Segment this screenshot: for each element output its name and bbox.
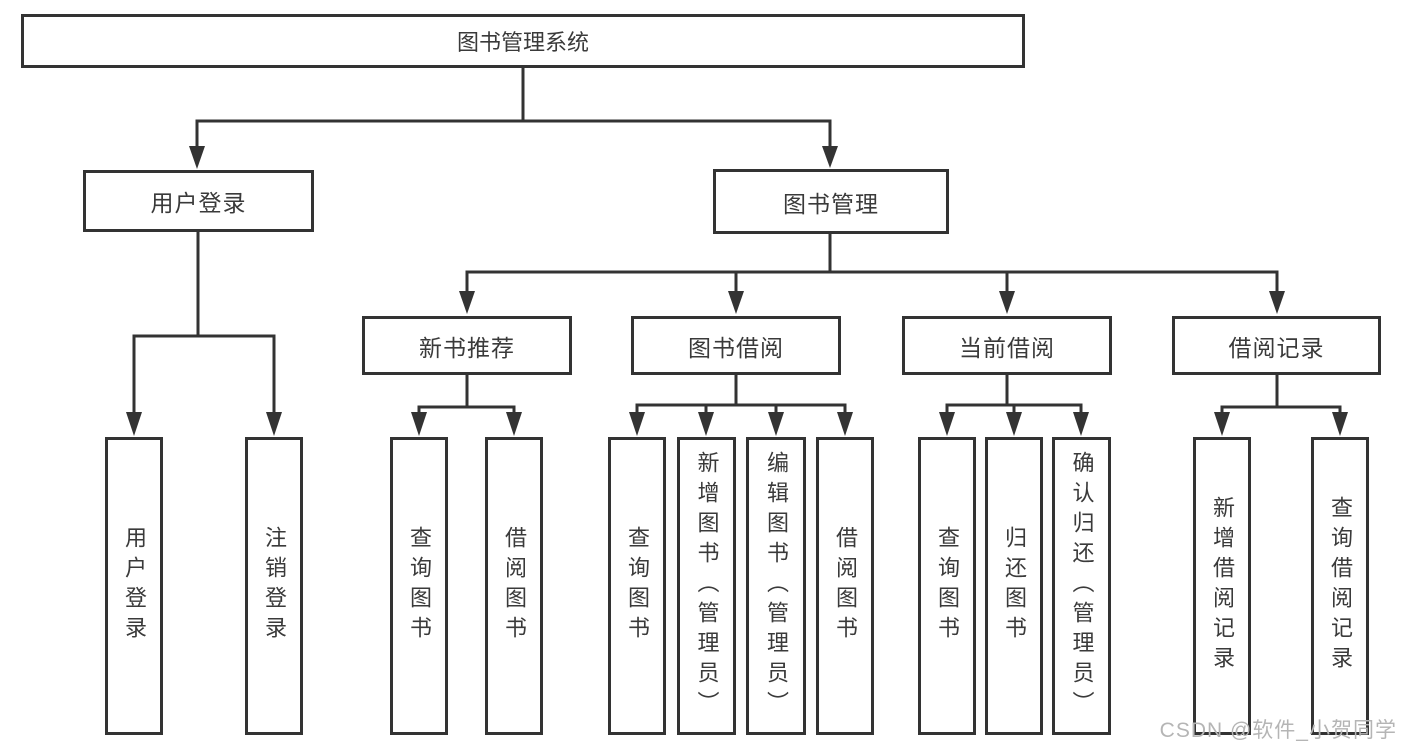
leaf-logout: 注销登录 (245, 437, 303, 735)
connector-root-to-level2 (195, 66, 832, 123)
csdn-watermark: CSDN @软件_小贺同学 (1159, 719, 1397, 742)
node-label: 借阅记录 (1228, 334, 1325, 361)
node-label: 图书管理系统 (456, 30, 589, 55)
leaf-confirm-return-admin: 确认归还（管理员） (1052, 437, 1111, 735)
connector-book-borrow-children (635, 373, 847, 407)
node-label: 图书管理 (783, 190, 879, 217)
connector-current-borrow-children (945, 373, 1083, 407)
leaf-query-books-current: 查询图书 (918, 437, 976, 735)
leaf-return-books: 归还图书 (985, 437, 1043, 735)
node-borrow-records: 借阅记录 (1172, 316, 1381, 375)
leaf-edit-books-admin: 编辑图书（管理员） (746, 437, 806, 735)
node-current-borrow: 当前借阅 (902, 316, 1112, 375)
leaf-add-books-admin: 新增图书（管理员） (677, 437, 736, 735)
connector-user-login-children (132, 230, 276, 338)
leaf-user-login: 用户登录 (105, 437, 163, 735)
leaf-borrow-books: 借阅图书 (816, 437, 874, 735)
node-label: 图书借阅 (688, 334, 784, 361)
node-book-management: 图书管理 (713, 169, 949, 234)
node-user-login: 用户登录 (83, 170, 314, 232)
leaf-borrow-books-recommend: 借阅图书 (485, 437, 543, 735)
leaf-query-borrow-record: 查询借阅记录 (1311, 437, 1369, 735)
node-new-book-recommend: 新书推荐 (362, 316, 572, 375)
node-label: 当前借阅 (959, 334, 1055, 361)
connector-new-book-recommend-children (417, 373, 516, 409)
leaf-query-books-borrow: 查询图书 (608, 437, 666, 735)
connector-book-management-children (465, 232, 1279, 274)
node-label: 用户登录 (150, 190, 247, 216)
connector-borrow-records-children (1220, 373, 1342, 409)
node-label: 新书推荐 (419, 334, 515, 361)
node-library-management-system: 图书管理系统 (21, 14, 1025, 68)
leaf-add-borrow-record: 新增借阅记录 (1193, 437, 1251, 735)
leaf-query-books-recommend: 查询图书 (390, 437, 448, 735)
node-book-borrow: 图书借阅 (631, 316, 841, 375)
arrowheads (126, 146, 1348, 436)
